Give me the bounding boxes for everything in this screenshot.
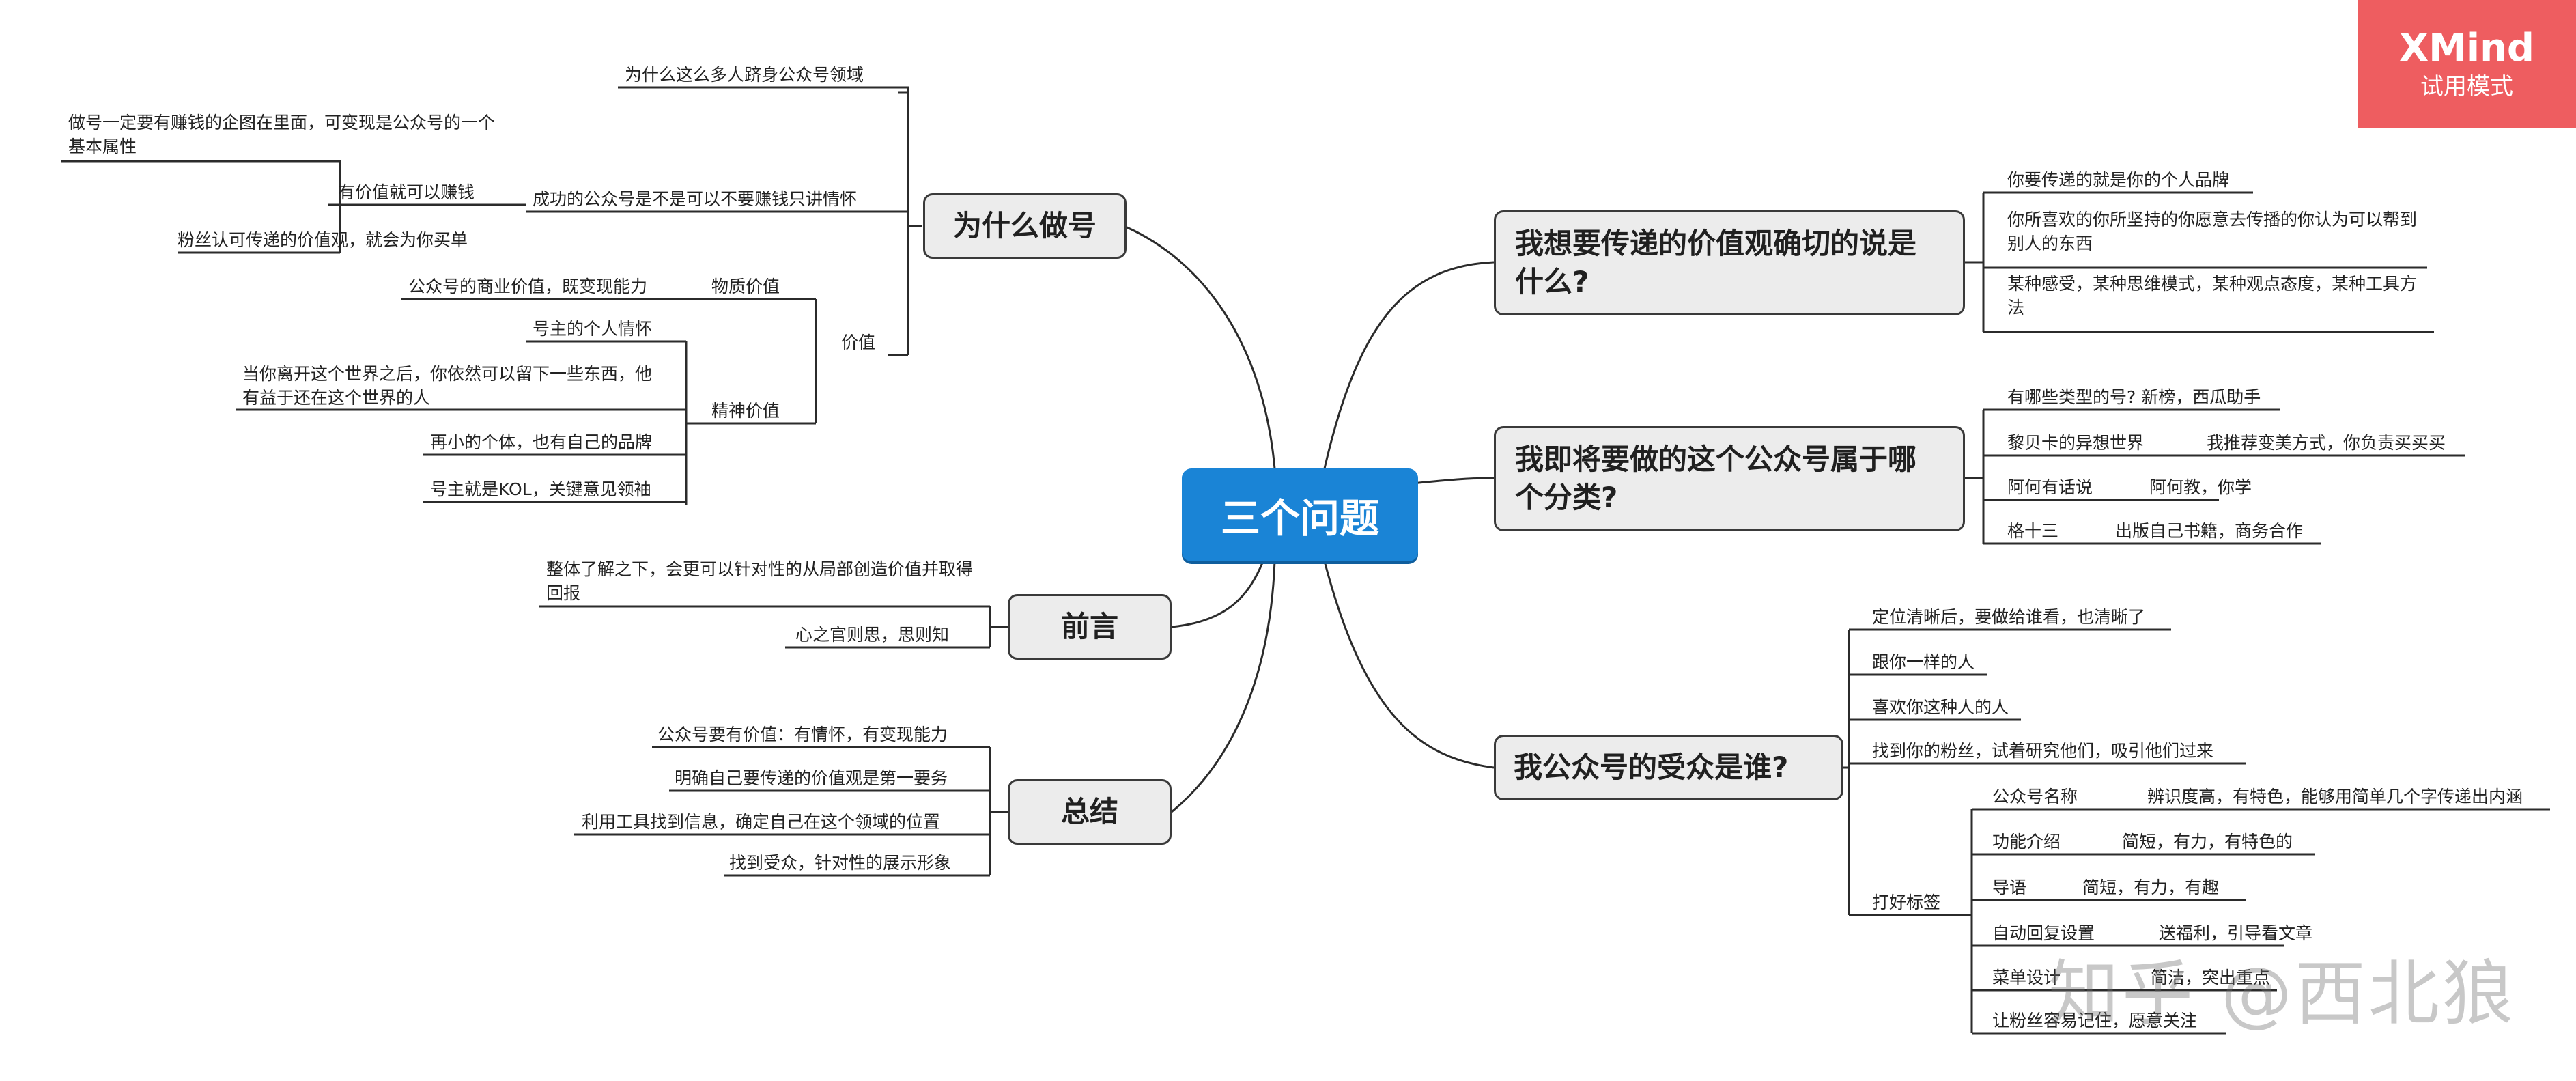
category-item-1[interactable]: 有哪些类型的号? 新榜，西瓜助手	[2007, 387, 2261, 407]
tag-menu-detail[interactable]: 简洁，突出重点	[2151, 968, 2271, 987]
category-item-3[interactable]: 阿何有话说	[2007, 477, 2093, 497]
preface-item-1[interactable]: 整体了解之下，会更可以针对性的从局部创造价值并取得回报	[546, 559, 974, 603]
badge-title: XMind	[2398, 26, 2535, 70]
spiritual-item-3[interactable]: 再小的个体，也有自己的品牌	[430, 432, 653, 452]
tag-menu[interactable]: 菜单设计	[1992, 968, 2061, 987]
category-item-2[interactable]: 黎贝卡的异想世界	[2007, 433, 2145, 453]
feelings-item-2[interactable]: 有价值就可以赚钱	[338, 182, 475, 202]
tag-lead[interactable]: 导语	[1992, 878, 2027, 897]
tag-name[interactable]: 公众号名称	[1992, 787, 2078, 806]
topic-why[interactable]: 为什么做号	[923, 193, 1127, 259]
tag-lead-detail[interactable]: 简短，有力，有趣	[2082, 878, 2220, 897]
audience-item-2[interactable]: 跟你一样的人	[1872, 652, 1975, 672]
topic-summary[interactable]: 总结	[1008, 779, 1172, 845]
preface-item-2[interactable]: 心之官则思，思则知	[795, 625, 950, 645]
topic-values[interactable]: 我想要传递的价值观确切的说是什么?	[1494, 210, 1965, 315]
audience-item-1[interactable]: 定位清晰后，要做给谁看，也清晰了	[1872, 607, 2146, 627]
tag-autoreply[interactable]: 自动回复设置	[1992, 923, 2095, 943]
audience-tags-label[interactable]: 打好标签	[1872, 893, 1941, 912]
tag-intro[interactable]: 功能介绍	[1992, 832, 2061, 852]
values-item-2[interactable]: 你所喜欢的你所坚持的你愿意去传播的你认为可以帮到别人的东西	[2007, 210, 2418, 253]
summary-item-2[interactable]: 明确自己要传递的价值观是第一要务	[675, 768, 948, 788]
topic-category[interactable]: 我即将要做的这个公众号属于哪个分类?	[1494, 426, 1965, 531]
value-spiritual-label[interactable]: 精神价值	[711, 401, 780, 421]
topic-preface[interactable]: 前言	[1008, 594, 1172, 660]
values-item-1[interactable]: 你要传递的就是你的个人品牌	[2007, 170, 2230, 190]
why-value-label[interactable]: 价值	[841, 333, 876, 352]
category-item-4[interactable]: 格十三	[2007, 521, 2059, 541]
category-item-2-detail[interactable]: 我推荐变美方式，你负责买买买	[2207, 433, 2446, 453]
topic-audience[interactable]: 我公众号的受众是谁?	[1494, 735, 1843, 800]
xmind-trial-badge: XMind 试用模式	[2358, 0, 2576, 128]
feelings-item-3[interactable]: 粉丝认可传递的价值观，就会为你买单	[178, 230, 468, 250]
central-topic[interactable]: 三个问题	[1182, 468, 1418, 561]
audience-item-3[interactable]: 喜欢你这种人的人	[1872, 697, 2009, 717]
spiritual-item-2[interactable]: 当你离开这个世界之后，你依然可以留下一些东西，他有益于还在这个世界的人	[242, 364, 653, 408]
tag-intro-detail[interactable]: 简短，有力，有特色的	[2122, 832, 2293, 852]
category-item-4-detail[interactable]: 出版自己书籍，商务合作	[2115, 521, 2304, 541]
feelings-item-1[interactable]: 做号一定要有赚钱的企图在里面，可变现是公众号的一个基本属性	[68, 113, 496, 156]
values-item-3[interactable]: 某种感受，某种思维模式，某种观点态度，某种工具方法	[2007, 274, 2418, 318]
tag-memorable[interactable]: 让粉丝容易记住，愿意关注	[1992, 1011, 2198, 1030]
zhihu-watermark: 知乎 @西北狼	[2048, 952, 2517, 1035]
summary-item-3[interactable]: 利用工具找到信息，确定自己在这个领域的位置	[582, 812, 941, 832]
category-item-3-detail[interactable]: 阿何教，你学	[2149, 477, 2252, 497]
summary-item-4[interactable]: 找到受众，针对性的展示形象	[729, 853, 952, 873]
why-feelings-label[interactable]: 成功的公众号是不是可以不要赚钱只讲情怀	[533, 189, 858, 209]
spiritual-item-4[interactable]: 号主就是KOL，关键意见领袖	[430, 479, 651, 499]
material-item-1[interactable]: 公众号的商业价值，既变现能力	[408, 277, 648, 296]
audience-item-4[interactable]: 找到你的粉丝，试着研究他们，吸引他们过来	[1872, 741, 2214, 761]
value-material-label[interactable]: 物质价值	[711, 277, 780, 296]
why-crowded-label[interactable]: 为什么这么多人跻身公众号领域	[625, 65, 864, 85]
tag-autoreply-detail[interactable]: 送福利，引导看文章	[2159, 923, 2313, 943]
tag-name-detail[interactable]: 辨识度高，有特色，能够用简单几个字传递出内涵	[2147, 787, 2523, 806]
badge-subtitle: 试用模式	[2420, 73, 2513, 100]
summary-item-1[interactable]: 公众号要有价值：有情怀，有变现能力	[657, 725, 948, 744]
spiritual-item-1[interactable]: 号主的个人情怀	[533, 319, 653, 339]
